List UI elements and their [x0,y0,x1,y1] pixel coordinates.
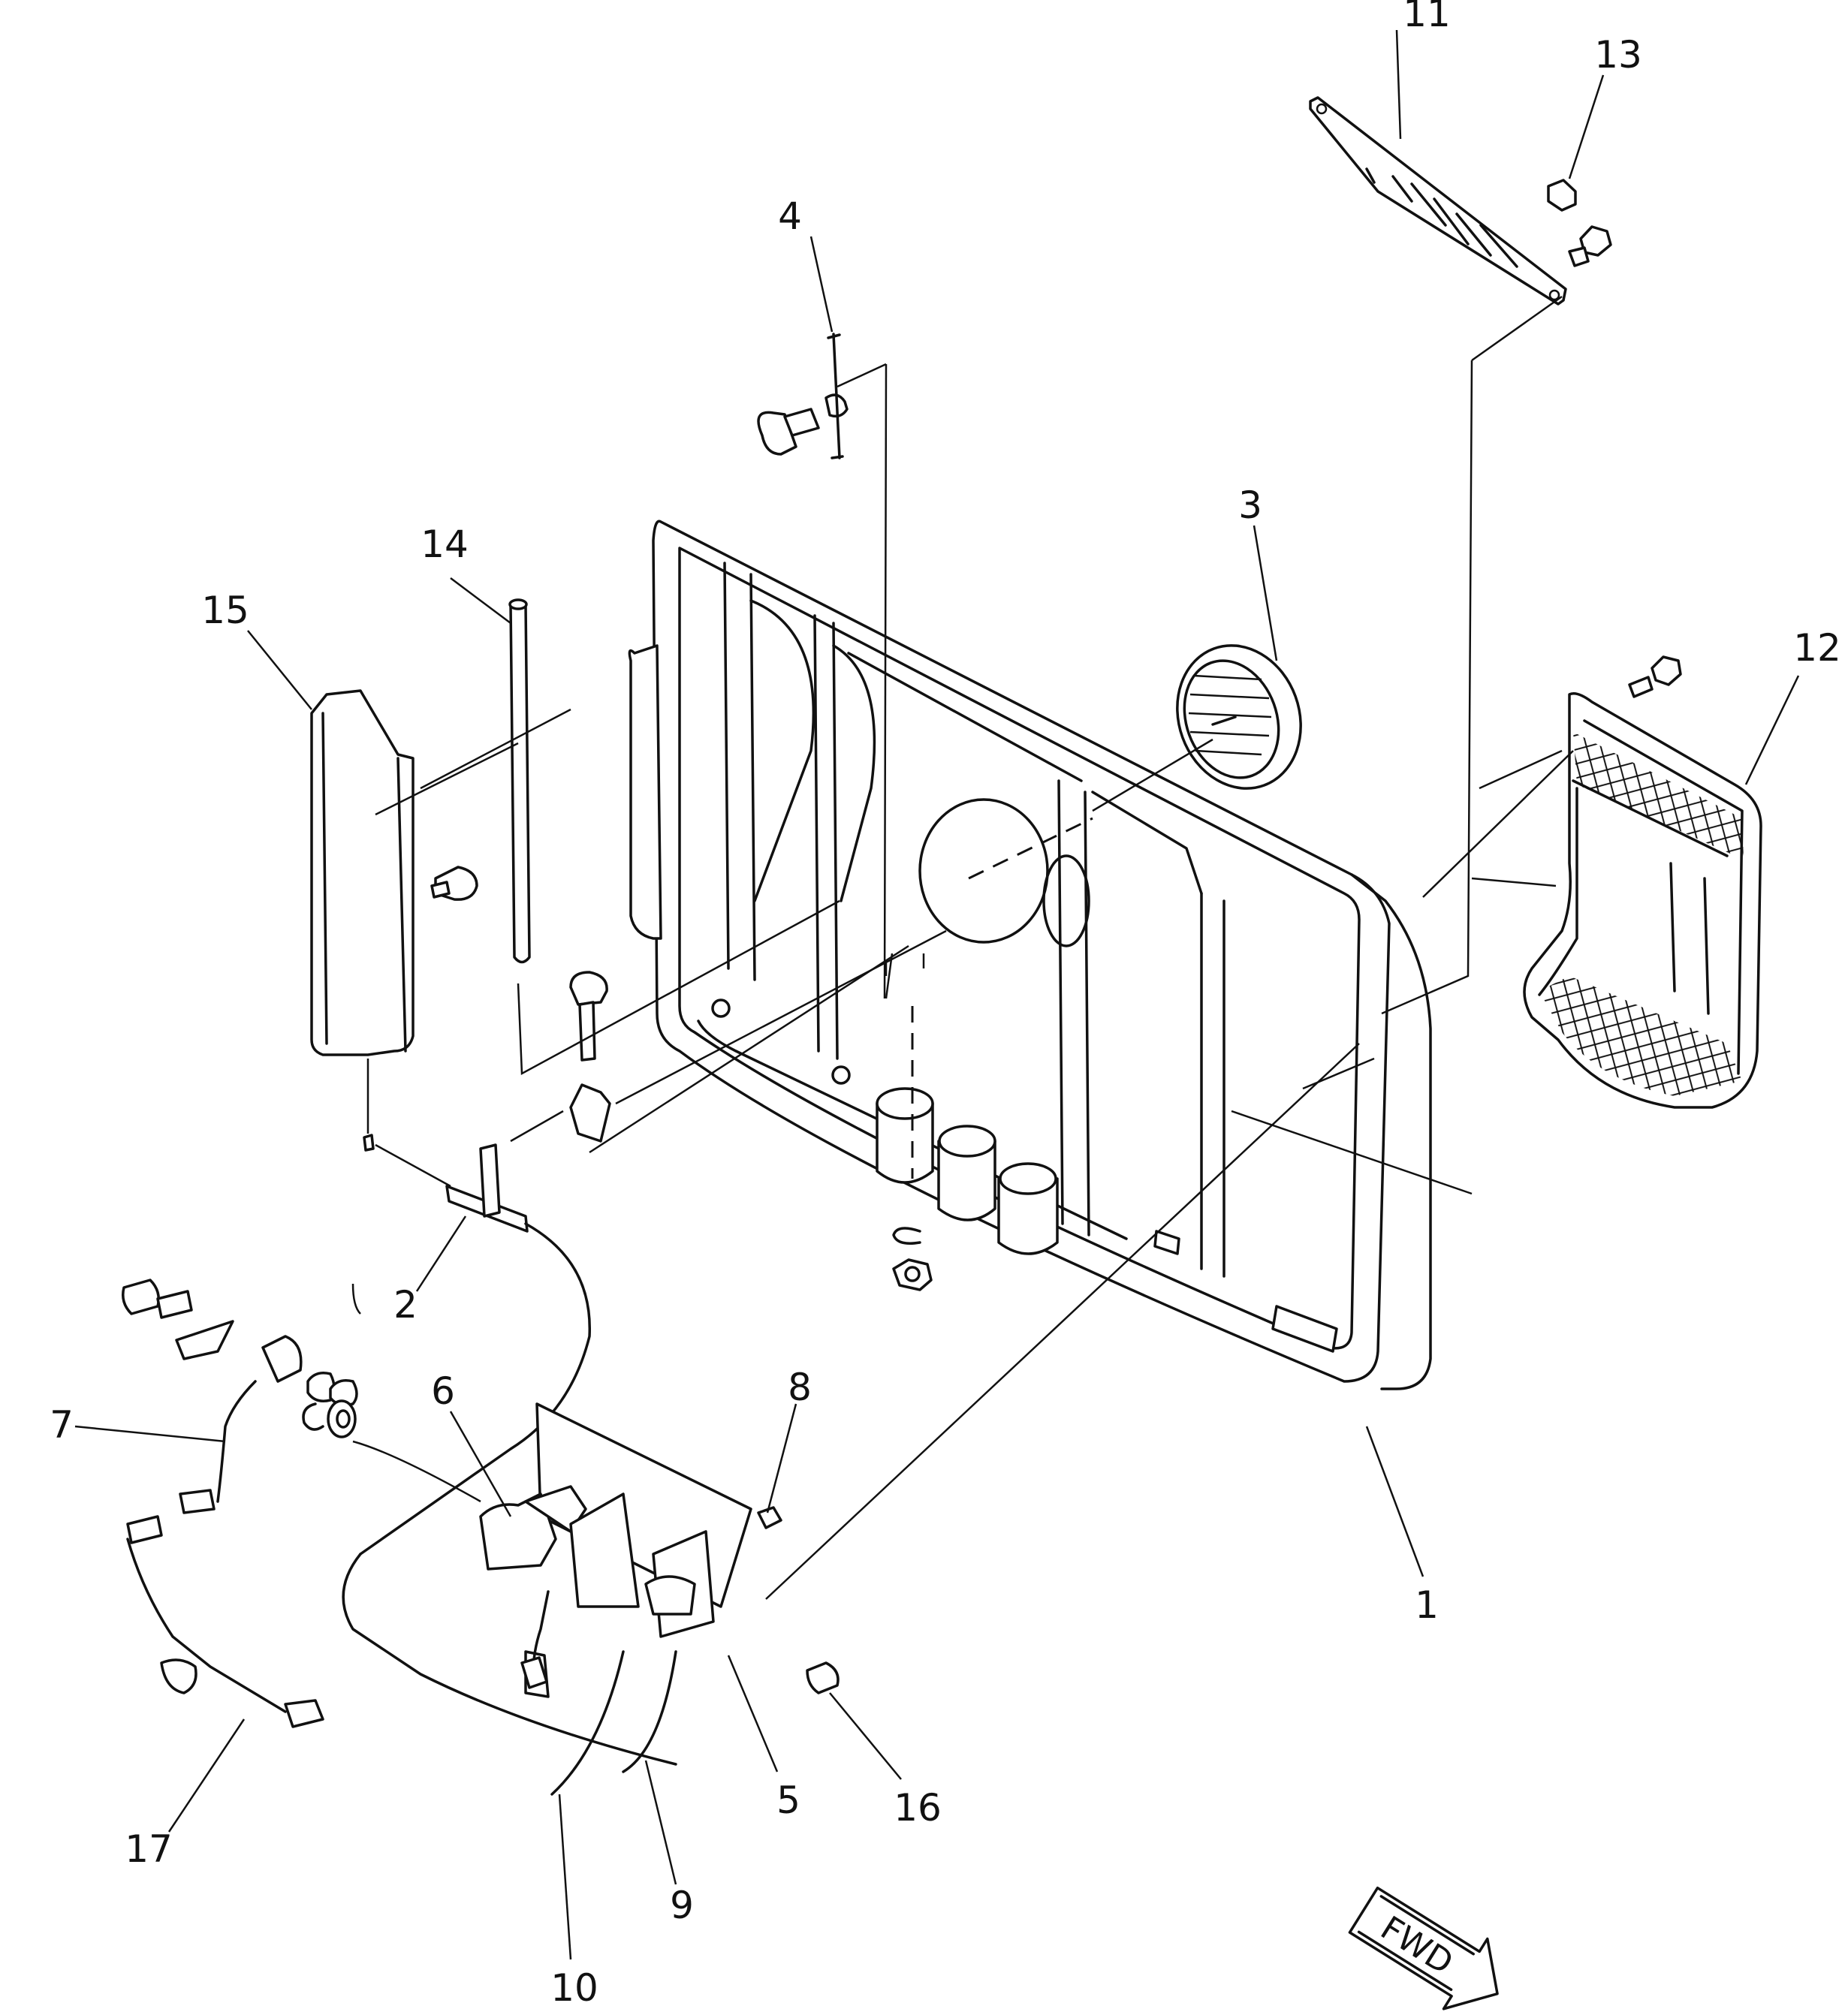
small-cap [757,1506,782,1529]
main-frame [628,520,1432,1390]
callouts: 1 2 3 4 5 6 7 8 9 10 11 12 13 14 15 16 1… [50,0,1841,2010]
callout-10: 10 [550,1966,598,2010]
callout-7: 7 [50,1403,74,1447]
control-cables [342,1553,677,1796]
callout-4: 4 [778,194,802,238]
washers [302,1399,357,1438]
round-grille [1176,644,1302,790]
callout-15: 15 [201,589,249,632]
callout-2: 2 [393,1283,418,1327]
callout-17: 17 [125,1827,173,1871]
small-block-and-screw [1547,179,1612,267]
assembly-lines [351,295,1574,1600]
frame-cylinders [876,1087,1059,1255]
callout-11: 11 [1403,0,1451,35]
callout-9: 9 [670,1884,694,1927]
side-panel [310,689,478,1152]
bushing [806,1661,840,1694]
callout-5: 5 [776,1779,800,1822]
callout-14: 14 [421,523,469,566]
switch-with-harness [122,1279,358,1728]
callout-12: 12 [1793,626,1841,670]
callout-1: 1 [1415,1583,1439,1627]
callout-6: 6 [431,1369,455,1413]
forward-direction-badge: FWD [1348,1886,1499,2010]
bracket-and-bolt [569,971,611,1143]
callout-3: 3 [1238,483,1262,527]
bolt-and-clip [757,333,849,459]
slotted-plate [1309,96,1567,306]
callout-16: 16 [894,1786,942,1830]
callout-leaders [74,29,1800,1960]
lever-mechanism [479,1402,752,1698]
rod [508,598,531,964]
nut-and-ring [892,1227,933,1291]
mesh-cover [1523,655,1762,1109]
callout-8: 8 [788,1366,812,1409]
callout-13: 13 [1594,33,1642,77]
